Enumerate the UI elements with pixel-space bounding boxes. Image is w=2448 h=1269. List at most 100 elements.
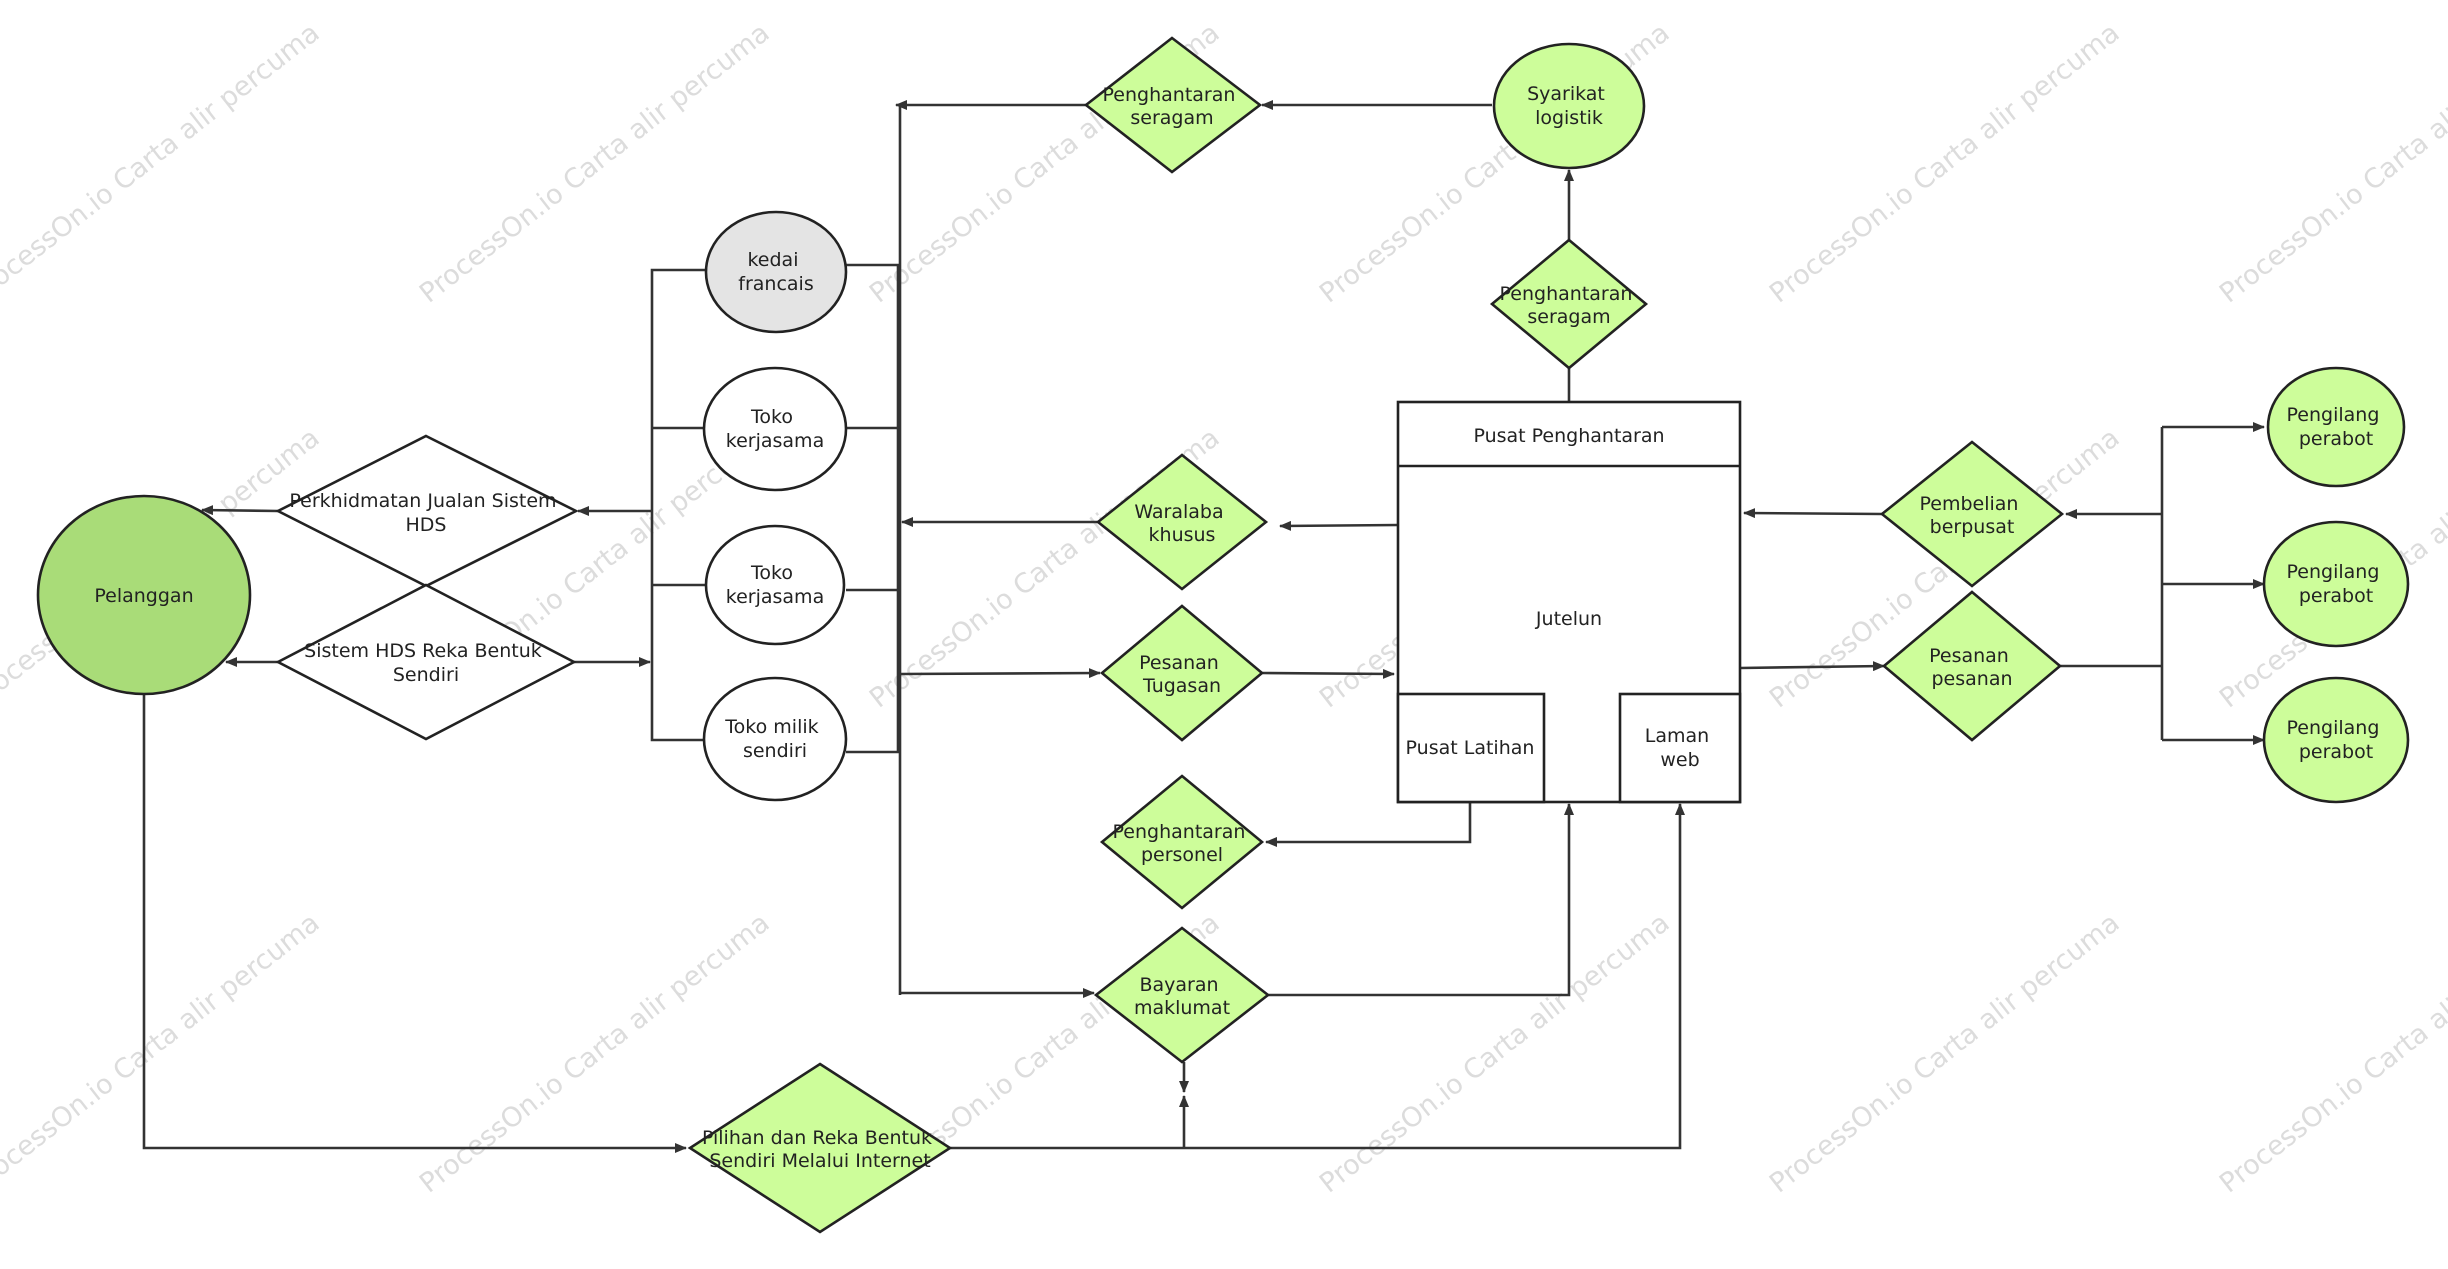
node-toko-kerjasama-2-line1: Toko	[750, 562, 793, 584]
node-syarikat-logistik-line1: Syarikat	[1527, 83, 1605, 105]
node-penghantaran-seragam-top-shape	[1083, 36, 1263, 174]
edge-layer	[142, 100, 2265, 1153]
node-pesanan-tugasan[interactable]: Pesanan Tugasan	[1099, 604, 1265, 742]
node-toko-kerjasama-1[interactable]: Toko kerjasama	[702, 366, 848, 492]
node-pengilang-3-shape	[2262, 676, 2410, 804]
node-pilihan-reka-shape	[687, 1062, 953, 1234]
edge-pelanggan-to-pilihan	[142, 694, 687, 1153]
node-pesanan-pesanan[interactable]: Pesanan pesanan	[1881, 590, 2063, 742]
node-pelanggan-label: Pelanggan	[94, 585, 193, 607]
node-waralaba-khusus-line2: khusus	[1149, 524, 1216, 546]
node-bayaran-maklumat[interactable]: Bayaran maklumat	[1093, 926, 1271, 1064]
node-layer: Pelanggan Perkhidmatan Jualan Sistem HDS…	[36, 36, 2410, 1234]
node-penghantaran-seragam-top-label: Penghantaran seragam	[1103, 84, 1242, 129]
node-penghantaran-seragam-mid-shape	[1489, 238, 1649, 370]
node-pilihan-reka-line1: Pilihan dan Reka Bentuk	[702, 1127, 932, 1149]
watermark-text-4: ProcessOn.io Carta alir percuma	[1764, 17, 2125, 309]
node-toko-kerjasama-1-shape	[702, 366, 848, 492]
node-toko-milik-label: Toko milik sendiri	[724, 716, 824, 762]
edge-latihan-to-personel	[1265, 802, 1472, 847]
node-syarikat-logistik-label: Syarikat logistik	[1527, 83, 1611, 129]
node-pembelian-berpusat[interactable]: Pembelian berpusat	[1879, 440, 2065, 588]
node-pembelian-berpusat-shape	[1879, 440, 2065, 588]
node-waralaba-khusus-shape	[1095, 453, 1269, 591]
node-pembelian-berpusat-line1: Pembelian	[1919, 493, 2018, 515]
node-perkhidmatan-jualan[interactable]: Perkhidmatan Jualan Sistem HDS	[275, 434, 579, 588]
node-penghantaran-personel-line1: Penghantaran	[1113, 821, 1246, 843]
node-penghantaran-seragam-mid[interactable]: Penghantaran seragam	[1489, 238, 1649, 370]
node-pembelian-berpusat-label: Pembelian berpusat	[1919, 493, 2024, 538]
node-waralaba-khusus[interactable]: Waralaba khusus	[1095, 453, 1269, 591]
edge-hub-to-tugasan	[899, 668, 1101, 679]
node-sistem-reka-bentuk[interactable]: Sistem HDS Reka Bentuk Sendiri	[275, 583, 577, 741]
node-penghantaran-seragam-mid-line1: Penghantaran	[1500, 283, 1633, 305]
node-pesanan-pesanan-label: Pesanan pesanan	[1929, 645, 2015, 690]
node-bayaran-maklumat-line2: maklumat	[1134, 997, 1230, 1019]
node-pesanan-tugasan-shape	[1099, 604, 1265, 742]
node-kedai-francais-label: kedai francais	[738, 249, 813, 295]
node-toko-milik-shape	[702, 676, 848, 802]
node-toko-kerjasama-1-line2: kerjasama	[726, 430, 824, 452]
node-laman-web-line1: Laman	[1645, 725, 1709, 747]
watermark-text-15: ProcessOn.io Carta alir percuma	[1314, 907, 1675, 1199]
node-laman-web-shape	[1618, 692, 1742, 804]
node-pengilang-perabot-2[interactable]: Pengilang perabot	[2262, 520, 2410, 648]
node-pengilang-perabot-3[interactable]: Pengilang perabot	[2262, 676, 2410, 804]
node-bayaran-maklumat-label: Bayaran maklumat	[1134, 974, 1230, 1019]
node-pengilang-1-shape	[2266, 366, 2406, 488]
edge-bracket-left	[650, 268, 706, 742]
edge-pembelian-to-jutelun	[1743, 508, 1883, 519]
node-sistem-reka-shape	[275, 583, 577, 741]
node-pengilang-perabot-1[interactable]: Pengilang perabot	[2266, 366, 2406, 488]
node-penghantaran-personel-label: Penghantaran personel	[1113, 821, 1252, 866]
edge-jutelun-to-waralaba	[1279, 520, 1399, 531]
node-perkhidmatan-line1: Perkhidmatan Jualan Sistem	[289, 490, 556, 512]
node-toko-kerjasama-2[interactable]: Toko kerjasama	[704, 524, 846, 646]
node-toko-milik-line1: Toko milik	[724, 716, 818, 738]
node-pengilang-3-line1: Pengilang	[2287, 717, 2380, 739]
node-pilihan-reka-bentuk[interactable]: Pilihan dan Reka Bentuk Sendiri Melalui …	[687, 1062, 953, 1234]
node-perkhidmatan-line2: HDS	[406, 514, 447, 536]
node-penghantaran-seragam-top[interactable]: Penghantaran seragam	[1083, 36, 1263, 174]
node-toko-milik-sendiri[interactable]: Toko milik sendiri	[702, 676, 848, 802]
node-jutelun-label: Jutelun	[1535, 608, 1602, 630]
node-penghantaran-personel-shape	[1099, 774, 1265, 910]
node-penghantaran-personel-line2: personel	[1141, 844, 1223, 866]
node-laman-web-line2: web	[1660, 749, 1699, 771]
node-bayaran-maklumat-line1: Bayaran	[1139, 974, 1218, 996]
node-penghantaran-personel[interactable]: Penghantaran personel	[1099, 774, 1265, 910]
node-pengilang-2-shape	[2262, 520, 2410, 648]
edge-bracket-right	[846, 263, 900, 754]
watermark-text-5: ProcessOn.io Carta alir percuma	[2214, 17, 2448, 309]
node-kedai-francais[interactable]: kedai francais	[704, 210, 848, 334]
node-pelanggan[interactable]: Pelanggan	[36, 494, 252, 696]
node-pilihan-reka-label: Pilihan dan Reka Bentuk Sendiri Melalui …	[702, 1127, 938, 1172]
node-pesanan-tugasan-line2: Tugasan	[1142, 675, 1221, 697]
node-penghantaran-seragam-top-line1: Penghantaran	[1103, 84, 1236, 106]
node-sistem-reka-label: Sistem HDS Reka Bentuk Sendiri	[304, 640, 548, 686]
edge-pilihan-to-laman	[950, 803, 1685, 1150]
node-jutelun-block[interactable]: Pusat Penghantaran Jutelun Pusat Latihan…	[1396, 400, 1742, 804]
node-perkhidmatan-label: Perkhidmatan Jualan Sistem HDS	[289, 490, 562, 536]
node-pesanan-tugasan-line1: Pesanan	[1139, 652, 1219, 674]
node-toko-kerjasama-1-label: Toko kerjasama	[726, 406, 824, 452]
node-pengilang-2-line1: Pengilang	[2287, 561, 2380, 583]
node-penghantaran-seragam-mid-line2: seragam	[1527, 306, 1610, 328]
node-pengilang-2-line2: perabot	[2299, 585, 2373, 607]
node-pusat-latihan-shape	[1396, 692, 1546, 804]
node-toko-kerjasama-2-line2: kerjasama	[726, 586, 824, 608]
node-toko-kerjasama-2-label: Toko kerjasama	[726, 562, 824, 608]
node-pesanan-pesanan-line1: Pesanan	[1929, 645, 2009, 667]
node-pengilang-3-label: Pengilang perabot	[2287, 717, 2386, 763]
node-syarikat-logistik[interactable]: Syarikat logistik	[1492, 42, 1646, 170]
node-pusat-latihan-label: Pusat Latihan	[1406, 737, 1535, 759]
node-pengilang-1-line2: perabot	[2299, 428, 2373, 450]
node-sistem-reka-line1: Sistem HDS Reka Bentuk	[304, 640, 542, 662]
node-toko-kerjasama-2-shape	[704, 524, 846, 646]
edge-bayaran-to-jutelun	[1268, 803, 1574, 997]
node-pengilang-2-label: Pengilang perabot	[2287, 561, 2386, 607]
node-laman-web-label: Laman web	[1645, 725, 1715, 771]
edge-tugasan-to-jutelun	[1261, 668, 1395, 679]
node-syarikat-logistik-shape	[1492, 42, 1646, 170]
node-pusat-penghantaran-label: Pusat Penghantaran	[1473, 425, 1664, 447]
